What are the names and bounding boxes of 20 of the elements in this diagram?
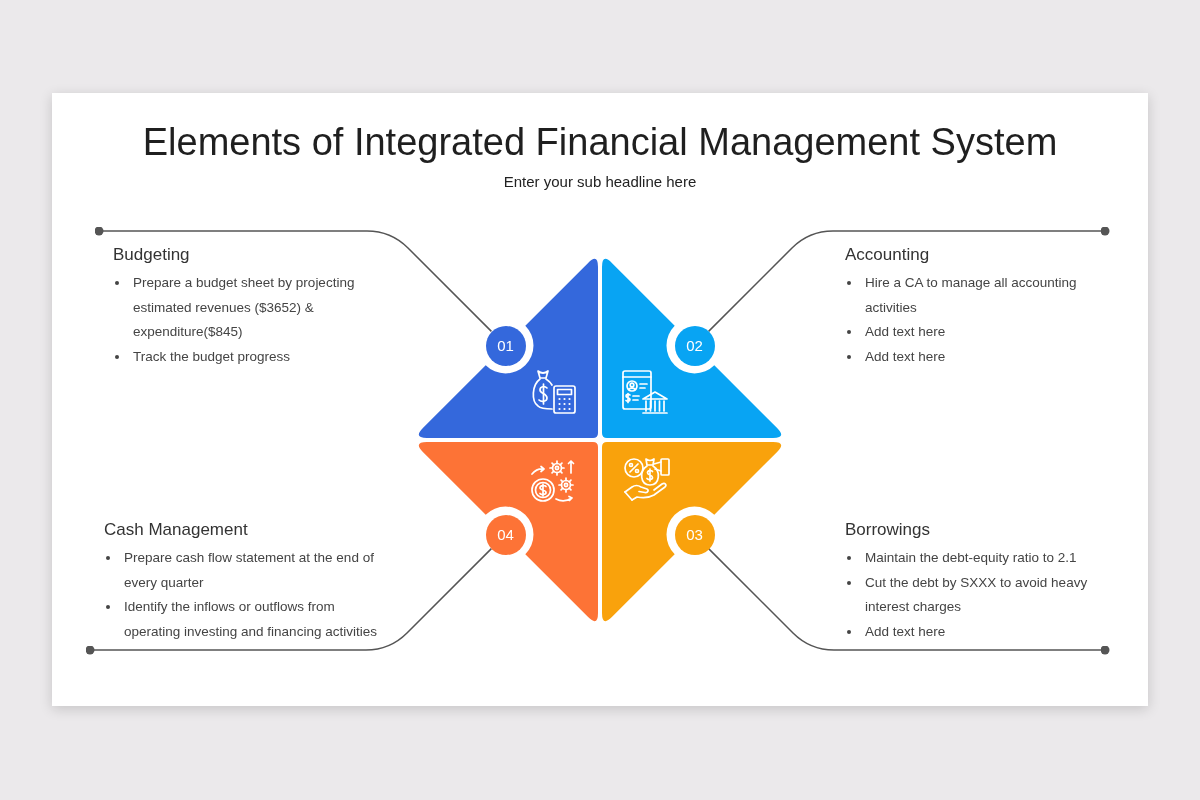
bullet-text: Prepare cash flow statement at the end of every quarter [124, 549, 375, 592]
leader-line [707, 547, 1110, 655]
section-heading: Budgeting [113, 244, 190, 266]
subtitle: Enter your sub headline here [503, 172, 697, 192]
bullet-text: Identify the inflows or outflows from operating investing and financing activities [124, 598, 378, 641]
slide-title: Elements of Integrated Financial Management System [142, 120, 1058, 165]
section-heading: Accounting [845, 244, 930, 266]
bullet-text: Hire a CA to manage all accounting activities [865, 274, 1078, 317]
bullet-text: Add text here [865, 323, 946, 341]
bullet-text: Track the budget progress [133, 347, 291, 366]
section-heading: Cash Management [104, 519, 248, 541]
bullet-text: Maintain the debt-equity ratio to 2.1 [865, 549, 1077, 567]
bullet-text: Prepare a budget sheet by projecting estimated revenues ($3652) & expenditure($845) [133, 274, 356, 341]
section-heading: Borrowings [845, 519, 931, 541]
leader-line [707, 226, 1110, 333]
leader-line [94, 226, 493, 333]
bullet-text: Cut the debt by SXXX to avoid heavy interest charges [865, 573, 1089, 616]
bullet-text: Add text here [865, 347, 946, 366]
bullet-text: Add text here [865, 622, 946, 641]
leader-line [85, 547, 493, 655]
